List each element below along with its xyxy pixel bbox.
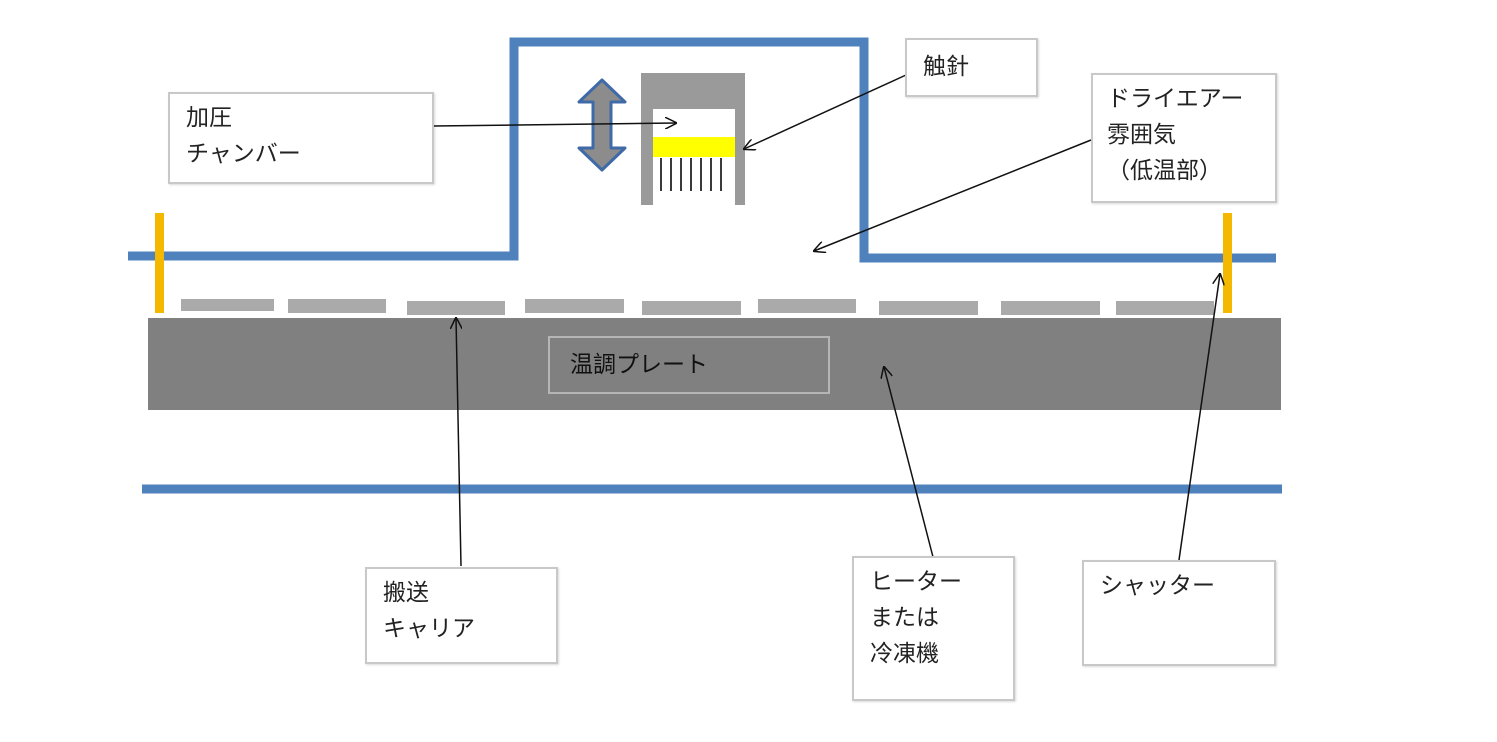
label-dry-air: ドライエアー 雰囲気 （低温部） xyxy=(1091,73,1277,203)
leader-heater xyxy=(884,367,934,558)
label-dry-air-line-1: ドライエアー xyxy=(1107,86,1244,112)
label-heater-line-2: または xyxy=(870,605,939,631)
carrier-segment xyxy=(758,299,856,313)
double-vertical-arrow-icon xyxy=(577,78,627,172)
carrier-segment xyxy=(1001,301,1100,315)
leader-stylus xyxy=(744,74,907,149)
transport-carrier xyxy=(181,299,1214,315)
carrier-segment xyxy=(407,301,505,315)
label-heater-line-3: 冷凍機 xyxy=(870,641,939,667)
label-pressure-chamber: 加圧 チャンバー xyxy=(168,92,434,184)
label-transport-carrier: 搬送 キャリア xyxy=(365,567,558,664)
carrier-segment xyxy=(181,299,274,311)
carrier-segment xyxy=(288,299,386,313)
shutter-right xyxy=(1223,213,1232,313)
carrier-segment xyxy=(642,301,741,315)
label-shutter-line-1: シャッター xyxy=(1100,573,1215,599)
leader-dry-air xyxy=(814,139,1092,251)
label-dry-air-line-2: 雰囲気 xyxy=(1107,122,1176,148)
probe-assembly xyxy=(641,73,745,205)
carrier-segment xyxy=(879,301,978,315)
label-pressure-chamber-line-2: チャンバー xyxy=(186,141,301,167)
label-transport-carrier-line-2: キャリア xyxy=(383,616,475,642)
shutter-left xyxy=(155,213,164,313)
label-temperature-plate: 温調プレート xyxy=(548,336,830,394)
leader-pressure-chamber xyxy=(433,123,676,126)
leader-arrows xyxy=(433,74,1220,567)
label-dry-air-line-3: （低温部） xyxy=(1107,158,1222,184)
chamber-upper-wall xyxy=(128,37,1276,263)
label-transport-carrier-line-1: 搬送 xyxy=(383,580,429,606)
probe-frame-left xyxy=(641,73,653,205)
label-temperature-plate-text: 温調プレート xyxy=(570,352,708,378)
carrier-segment xyxy=(525,299,624,313)
label-stylus: 触針 xyxy=(905,38,1038,97)
label-heater-or-refrigerator: ヒーター または 冷凍機 xyxy=(852,556,1015,701)
temperature-control-plate xyxy=(148,318,1281,410)
label-pressure-chamber-line-1: 加圧 xyxy=(186,105,232,131)
probe-frame-top xyxy=(641,73,745,109)
stylus-pins xyxy=(660,158,722,191)
leader-shutter xyxy=(1178,274,1220,561)
label-stylus-line-1: 触針 xyxy=(923,54,969,80)
label-heater-line-1: ヒーター xyxy=(870,569,962,595)
carrier-segment xyxy=(1116,301,1214,315)
probe-frame-right xyxy=(735,73,745,205)
leader-carrier xyxy=(456,318,461,567)
probe-head xyxy=(653,137,735,157)
label-shutter: シャッター xyxy=(1082,560,1276,666)
